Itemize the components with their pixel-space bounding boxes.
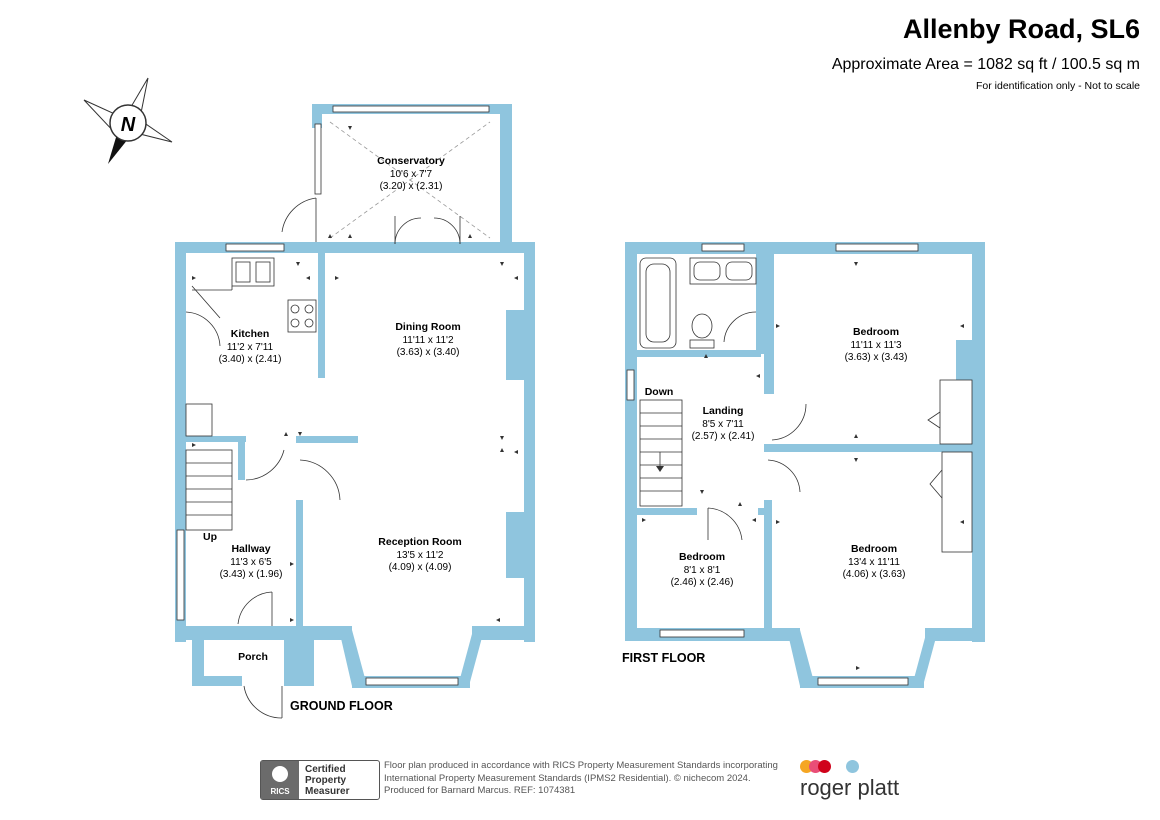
room-dim-metric: (3.63) x (3.40) <box>397 347 460 358</box>
ground-floor-plan <box>175 104 535 719</box>
measurement-arrow <box>776 324 780 328</box>
measurement-arrow <box>752 518 756 522</box>
measurement-arrow <box>306 276 310 280</box>
room-dim-imperial: 10'6 x 7'7 <box>390 169 433 180</box>
footer-line: International Property Measurement Stand… <box>384 772 751 784</box>
ground-floor-label: GROUND FLOOR <box>290 699 393 713</box>
room-dim-imperial: 8'1 x 8'1 <box>684 565 721 576</box>
measurement-arrow <box>290 618 294 622</box>
measurement-arrow <box>776 520 780 524</box>
room-name: Hallway <box>231 543 270 555</box>
rics-badge-text: RICS <box>270 787 290 796</box>
measurement-arrow <box>500 448 504 452</box>
measurement-arrow <box>192 276 196 280</box>
measurement-arrow <box>514 276 518 280</box>
measurement-arrow <box>738 502 742 506</box>
footer-line: Produced for Barnard Marcus. REF: 107438… <box>384 785 576 796</box>
rics-logo: RICS <box>261 761 299 799</box>
room-bedroom-front: Bedroom 13'4 x 11'11 (4.06) x (3.63) <box>843 543 906 580</box>
room-hallway: Hallway 11'3 x 6'5 (3.43) x (1.96) <box>220 543 283 580</box>
room-name: Bedroom <box>679 551 725 563</box>
property-title: Allenby Road, SL6 <box>902 14 1140 44</box>
measurement-arrow <box>496 618 500 622</box>
room-dim-metric: (3.40) x (2.41) <box>219 354 282 365</box>
footer-line: Floor plan produced in accordance with R… <box>384 760 778 771</box>
measurement-arrow <box>514 450 518 454</box>
room-dim-metric: (2.46) x (2.46) <box>671 577 734 588</box>
measurement-markers <box>192 126 964 670</box>
rics-line: Measurer <box>305 786 350 797</box>
first-stairs <box>639 399 683 507</box>
first-floor-label: FIRST FLOOR <box>622 651 705 665</box>
compass-icon: N <box>83 77 173 164</box>
room-dim-imperial: 11'11 x 11'3 <box>850 340 902 351</box>
room-dim-imperial: 13'5 x 11'2 <box>396 550 443 561</box>
measurement-arrow <box>348 234 352 238</box>
measurement-arrow <box>328 234 332 238</box>
room-name: Landing <box>703 405 744 417</box>
rics-line: Property <box>305 775 347 786</box>
brand-dot <box>818 760 831 773</box>
brand-dot <box>846 760 859 773</box>
room-dim-imperial: 11'2 x 7'11 <box>227 342 274 353</box>
room-dim-imperial: 13'4 x 11'11 <box>848 557 900 568</box>
measurement-arrow <box>284 432 288 436</box>
room-dim-metric: (3.20) x (2.31) <box>380 181 443 192</box>
room-kitchen: Kitchen 11'2 x 7'11 (3.40) x (2.41) <box>219 328 282 365</box>
room-dim-imperial: 8'5 x 7'11 <box>702 419 744 430</box>
room-name: Conservatory <box>377 155 445 167</box>
measurement-arrow <box>960 324 964 328</box>
room-dim-imperial: 11'3 x 6'5 <box>230 557 272 568</box>
identification-note: For identification only - Not to scale <box>976 80 1140 92</box>
room-dim-metric: (2.57) x (2.41) <box>692 431 755 442</box>
measurement-arrow <box>348 126 352 130</box>
first-floor-plan <box>625 242 985 688</box>
room-conservatory: Conservatory 10'6 x 7'7 (3.20) x (2.31) <box>377 155 445 192</box>
room-porch: Porch <box>238 651 268 663</box>
ground-stairs <box>185 449 233 531</box>
room-name: Bedroom <box>851 543 897 555</box>
measurement-arrow <box>854 458 858 462</box>
measurement-arrow <box>854 262 858 266</box>
measurement-arrow <box>298 432 302 436</box>
stair-up-label: Up <box>203 531 217 543</box>
footer-disclaimer: Floor plan produced in accordance with R… <box>384 760 804 798</box>
room-name: Bedroom <box>853 326 899 338</box>
measurement-arrow <box>296 262 300 266</box>
rics-line: Certified <box>305 764 346 775</box>
room-dim-metric: (4.09) x (4.09) <box>389 562 452 573</box>
stair-down-label: Down <box>645 386 674 398</box>
measurement-arrow <box>500 436 504 440</box>
approximate-area: Approximate Area = 1082 sq ft / 100.5 sq… <box>831 56 1140 73</box>
measurement-arrow <box>290 562 294 566</box>
measurement-arrow <box>642 518 646 522</box>
rics-certified-badge: RICS Certified Property Measurer <box>260 760 380 800</box>
measurement-arrow <box>192 443 196 447</box>
measurement-arrow <box>500 262 504 266</box>
room-name: Kitchen <box>231 328 270 340</box>
measurement-arrow <box>854 434 858 438</box>
measurement-arrow <box>960 520 964 524</box>
room-dim-metric: (3.43) x (1.96) <box>220 569 283 580</box>
room-dim-metric: (4.06) x (3.63) <box>843 569 906 580</box>
room-bedroom-rear: Bedroom 11'11 x 11'3 (3.63) x (3.43) <box>845 326 908 363</box>
brand-logo: roger platt <box>800 775 900 800</box>
room-dining-room: Dining Room 11'11 x 11'2 (3.63) x (3.40) <box>395 321 460 358</box>
room-name: Reception Room <box>378 536 461 548</box>
measurement-arrow <box>756 374 760 378</box>
room-dim-metric: (3.63) x (3.43) <box>845 352 908 363</box>
room-reception-room: Reception Room 13'5 x 11'2 (4.09) x (4.0… <box>378 536 461 573</box>
room-name: Dining Room <box>395 321 460 333</box>
measurement-arrow <box>704 354 708 358</box>
measurement-arrow <box>335 276 339 280</box>
rics-certified-text: Certified Property Measurer <box>305 764 349 797</box>
room-landing: Landing 8'5 x 7'11 (2.57) x (2.41) <box>692 405 755 442</box>
measurement-arrow <box>700 490 704 494</box>
measurement-arrow <box>856 666 860 670</box>
room-bedroom-small: Bedroom 8'1 x 8'1 (2.46) x (2.46) <box>671 551 734 588</box>
measurement-arrow <box>468 234 472 238</box>
compass-letter: N <box>121 114 136 136</box>
room-dim-imperial: 11'11 x 11'2 <box>402 335 454 346</box>
